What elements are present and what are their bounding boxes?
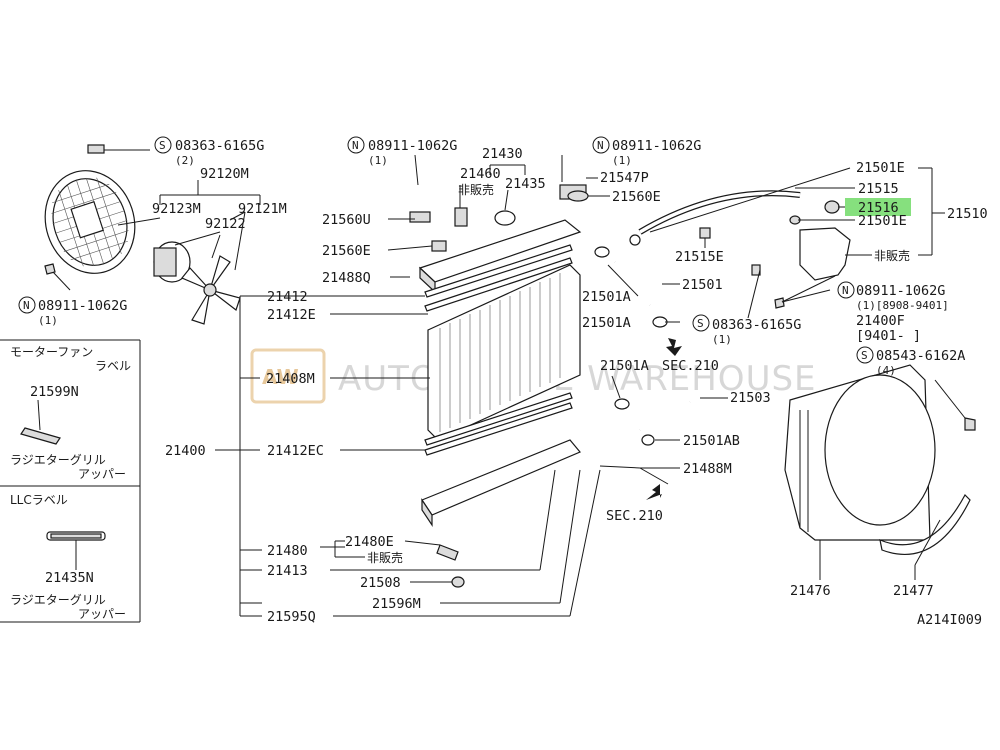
- label-21477: 21477: [893, 583, 934, 599]
- label-legend-boxes: [0, 339, 141, 623]
- label-21413: 21413: [267, 563, 308, 579]
- label-21501A-3: 21501A: [600, 358, 649, 374]
- label-21596M: 21596M: [372, 596, 421, 612]
- watermark-logo: AW: [262, 365, 299, 389]
- label-21547P: 21547P: [600, 170, 649, 186]
- label-not-sold-3: 非販売: [367, 550, 403, 565]
- label-21480E: 21480E: [345, 534, 394, 550]
- label-21560E-left: 21560E: [322, 243, 371, 259]
- label-21501A-2: 21501A: [582, 315, 631, 331]
- label-not-sold-1: 非販売: [458, 182, 494, 197]
- svg-text:N: N: [842, 284, 849, 297]
- label-21408M: 21408M: [266, 371, 315, 387]
- qty-2-top: (2): [175, 154, 195, 167]
- label-21435N: 21435N: [45, 570, 94, 586]
- label-21560E-right: 21560E: [612, 189, 661, 205]
- fan-motor-assembly: [44, 144, 241, 325]
- qty-1-left: (1): [38, 314, 58, 327]
- qty-1-mid2: (1): [612, 154, 632, 167]
- label-21501A-1: 21501A: [582, 289, 631, 305]
- circle-s-3: S: [856, 346, 874, 364]
- hoses: [594, 190, 801, 500]
- svg-text:S: S: [159, 139, 166, 152]
- label-08911-1062G-mid: 08911-1062G: [368, 138, 457, 154]
- reservoir-tank: [751, 200, 851, 309]
- svg-text:S: S: [697, 317, 704, 330]
- label-21488M: 21488M: [683, 461, 732, 477]
- qty-1-range: (1)[8908-9401]: [856, 299, 949, 312]
- label-08363-6165G-top: 08363-6165G: [175, 138, 264, 154]
- label-label-1: ラベル: [95, 359, 131, 373]
- label-rad-grille-2: ラジエターグリル: [10, 593, 106, 607]
- label-upper-2: アッパー: [78, 607, 126, 621]
- label-21400F: 21400F: [856, 313, 905, 329]
- svg-text:N: N: [352, 139, 359, 152]
- label-21400: 21400: [165, 443, 206, 459]
- label-08543-6162A: 08543-6162A: [876, 348, 965, 364]
- label-21501E-top: 21501E: [856, 160, 905, 176]
- label-92123M: 92123M: [152, 201, 201, 217]
- label-21501: 21501: [682, 277, 723, 293]
- label-21599N: 21599N: [30, 384, 79, 400]
- label-08363-6165G-right: 08363-6165G: [712, 317, 801, 333]
- circle-s-1: S: [154, 136, 172, 154]
- label-21515: 21515: [858, 181, 899, 197]
- radiator-assembly: [409, 184, 589, 588]
- label-not-sold-2: 非販売: [874, 248, 910, 263]
- label-range-9401: [9401- ]: [856, 328, 921, 344]
- label-21435: 21435: [505, 176, 546, 192]
- diagram-code: A214I009: [917, 612, 982, 628]
- label-21488Q: 21488Q: [322, 270, 371, 286]
- svg-text:S: S: [861, 349, 868, 362]
- label-92121M: 92121M: [238, 201, 287, 217]
- label-21476: 21476: [790, 583, 831, 599]
- circle-n-4: N: [837, 281, 855, 299]
- qty-4: (4): [876, 364, 896, 377]
- label-21480: 21480: [267, 543, 308, 559]
- circle-s-2: S: [692, 314, 710, 332]
- label-08911-1062G-left: 08911-1062G: [38, 298, 127, 314]
- qty-1-mid: (1): [368, 154, 388, 167]
- label-21508: 21508: [360, 575, 401, 591]
- label-21412: 21412: [267, 289, 308, 305]
- svg-text:N: N: [597, 139, 604, 152]
- label-sec210-2: SEC.210: [606, 508, 663, 524]
- label-21430: 21430: [482, 146, 523, 162]
- label-21501AB: 21501AB: [683, 433, 740, 449]
- label-21516[interactable]: 21516: [858, 200, 899, 216]
- label-08911-1062G-mid2: 08911-1062G: [612, 138, 701, 154]
- label-21412EC: 21412EC: [267, 443, 324, 459]
- label-upper-1: アッパー: [78, 467, 126, 481]
- fan-shroud: [784, 364, 976, 555]
- label-21412E: 21412E: [267, 307, 316, 323]
- highlight-21516: [845, 198, 911, 216]
- label-92120M: 92120M: [200, 166, 249, 182]
- leaders-left: [52, 149, 261, 291]
- label-21503: 21503: [730, 390, 771, 406]
- label-21560U: 21560U: [322, 212, 371, 228]
- label-motor-fan: モーターファン: [10, 345, 93, 359]
- leaders-right: [599, 167, 945, 580]
- label-21595Q: 21595Q: [267, 609, 316, 625]
- circle-n-2: N: [347, 136, 365, 154]
- label-21515E: 21515E: [675, 249, 724, 265]
- label-08911-1062G-right: 08911-1062G: [856, 283, 945, 299]
- leaders-center: [215, 154, 610, 617]
- circle-n-1: N: [18, 296, 36, 314]
- label-21501E-bot: 21501E: [858, 213, 907, 229]
- label-92122: 92122: [205, 216, 246, 232]
- svg-text:N: N: [23, 299, 30, 312]
- label-21460: 21460: [460, 166, 501, 182]
- qty-1-right: (1): [712, 333, 732, 346]
- circle-n-3: N: [592, 136, 610, 154]
- label-sec210-1: SEC.210: [662, 358, 719, 374]
- label-llc-label: LLCラベル: [10, 493, 68, 507]
- label-rad-grille-1: ラジエターグリル: [10, 453, 106, 467]
- label-21510: 21510: [947, 206, 988, 222]
